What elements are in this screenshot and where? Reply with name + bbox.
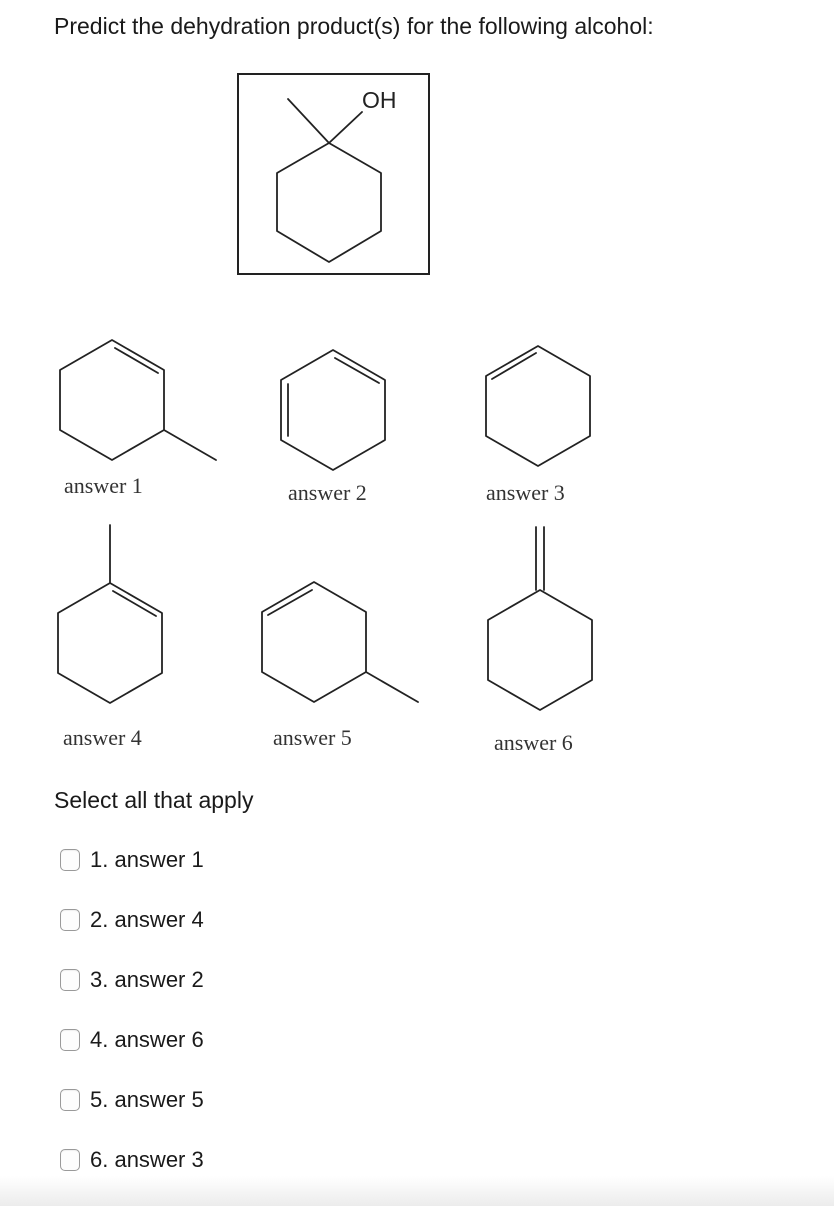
answer-5-label: answer 5 [273, 725, 352, 750]
answer-4-label: answer 4 [63, 725, 142, 750]
option-4-label[interactable]: 4. answer 6 [90, 1027, 204, 1052]
reactant-frame [237, 73, 430, 275]
answer-3-ring [485, 345, 591, 467]
structure-answer-5: answer 5 [261, 581, 419, 750]
answer-5-methyl-bond [365, 671, 419, 703]
structure-answer-2: answer 2 [280, 349, 386, 505]
option-1-label[interactable]: 1. answer 1 [90, 847, 204, 872]
option-1[interactable]: 1. answer 1 [60, 845, 204, 875]
answer-3-label: answer 3 [486, 480, 565, 505]
answer-6-label: answer 6 [494, 730, 573, 755]
answer-1-ring [59, 339, 165, 461]
option-6[interactable]: 6. answer 3 [60, 1145, 204, 1175]
instruction-text: Select all that apply [54, 787, 254, 813]
structure-answer-1: answer 1 [59, 339, 217, 498]
option-1-checkbox[interactable] [60, 849, 80, 871]
option-3-checkbox[interactable] [60, 969, 80, 991]
option-4-checkbox[interactable] [60, 1029, 80, 1051]
structure-answer-6: answer 6 [487, 526, 593, 755]
reactant-structure: OH [237, 73, 430, 275]
answer-5-double-bond [267, 589, 313, 616]
structure-answer-4: answer 4 [57, 524, 163, 750]
reactant-oh-label: OH [362, 87, 397, 113]
option-6-checkbox[interactable] [60, 1149, 80, 1171]
option-3-label[interactable]: 3. answer 2 [90, 967, 204, 992]
reactant-methyl-bond [287, 98, 330, 144]
option-5-checkbox[interactable] [60, 1089, 80, 1111]
answer-2-double-bond-top [334, 357, 380, 384]
option-2-label[interactable]: 2. answer 4 [90, 907, 204, 932]
reactant-ring [276, 142, 382, 263]
question-text: Predict the dehydration product(s) for t… [54, 13, 654, 39]
option-6-label[interactable]: 6. answer 3 [90, 1147, 204, 1172]
reactant-oh-bond [328, 111, 363, 144]
answer-2-label: answer 2 [288, 480, 367, 505]
answer-6-ring [487, 589, 593, 711]
option-2-checkbox[interactable] [60, 909, 80, 931]
answer-1-double-bond [114, 347, 159, 374]
answer-4-ring [57, 582, 163, 704]
answer-1-label: answer 1 [64, 473, 143, 498]
option-5[interactable]: 5. answer 5 [60, 1085, 204, 1115]
option-2[interactable]: 2. answer 4 [60, 905, 204, 935]
answer-5-ring [261, 581, 367, 703]
answer-4-double-bond [112, 590, 157, 617]
option-5-label[interactable]: 5. answer 5 [90, 1087, 204, 1112]
page-bottom-shade [0, 1176, 834, 1206]
answer-2-ring [280, 349, 386, 471]
option-3[interactable]: 3. answer 2 [60, 965, 204, 995]
structures-figure: OH answer 1 answer 2 answer 3 answer 4 a… [57, 73, 593, 755]
structure-answer-3: answer 3 [485, 345, 591, 505]
option-4[interactable]: 4. answer 6 [60, 1025, 204, 1055]
answer-3-double-bond [491, 352, 537, 380]
answer-1-methyl-bond [163, 429, 217, 461]
